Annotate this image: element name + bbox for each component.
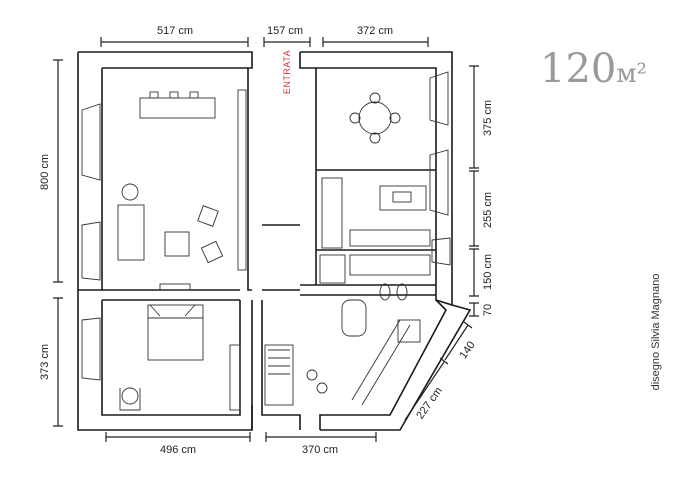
entrance-label: ENTRATA xyxy=(282,50,292,94)
stair xyxy=(264,344,294,406)
dim-top-right: 372 cm xyxy=(357,25,393,37)
coffee-table xyxy=(164,231,190,257)
armchair xyxy=(197,205,219,227)
dim-right-4: 70 xyxy=(482,304,494,316)
dim-right-2: 255 cm xyxy=(482,192,494,228)
dimension-lines xyxy=(53,37,479,442)
dim-right-1: 375 cm xyxy=(482,100,494,136)
dim-left-lower: 373 cm xyxy=(39,344,51,380)
windows xyxy=(81,71,451,411)
dim-diagonal-long: 227 cm xyxy=(414,385,445,421)
dim-bottom-left: 496 cm xyxy=(160,444,196,456)
dim-top-entry: 157 cm xyxy=(267,25,303,37)
walls xyxy=(77,51,472,431)
dim-left-upper: 800 cm xyxy=(39,154,51,190)
round-table xyxy=(358,101,392,135)
sofa xyxy=(117,204,145,261)
bed xyxy=(147,304,204,361)
dim-bottom-right: 370 cm xyxy=(302,444,338,456)
furniture xyxy=(117,89,431,411)
credit-label: disegno Silvia Magnano xyxy=(650,274,662,391)
dim-diagonal-short: 140 xyxy=(457,339,477,361)
area-label: 120м² xyxy=(540,46,647,92)
dim-right-3: 150 cm xyxy=(482,254,494,290)
chair xyxy=(121,387,139,405)
dining-table xyxy=(139,97,216,119)
armchair xyxy=(200,240,224,264)
bathtub xyxy=(349,254,431,276)
dim-top-living: 517 cm xyxy=(157,25,193,37)
table xyxy=(341,299,367,337)
kitchen-island xyxy=(379,185,427,211)
